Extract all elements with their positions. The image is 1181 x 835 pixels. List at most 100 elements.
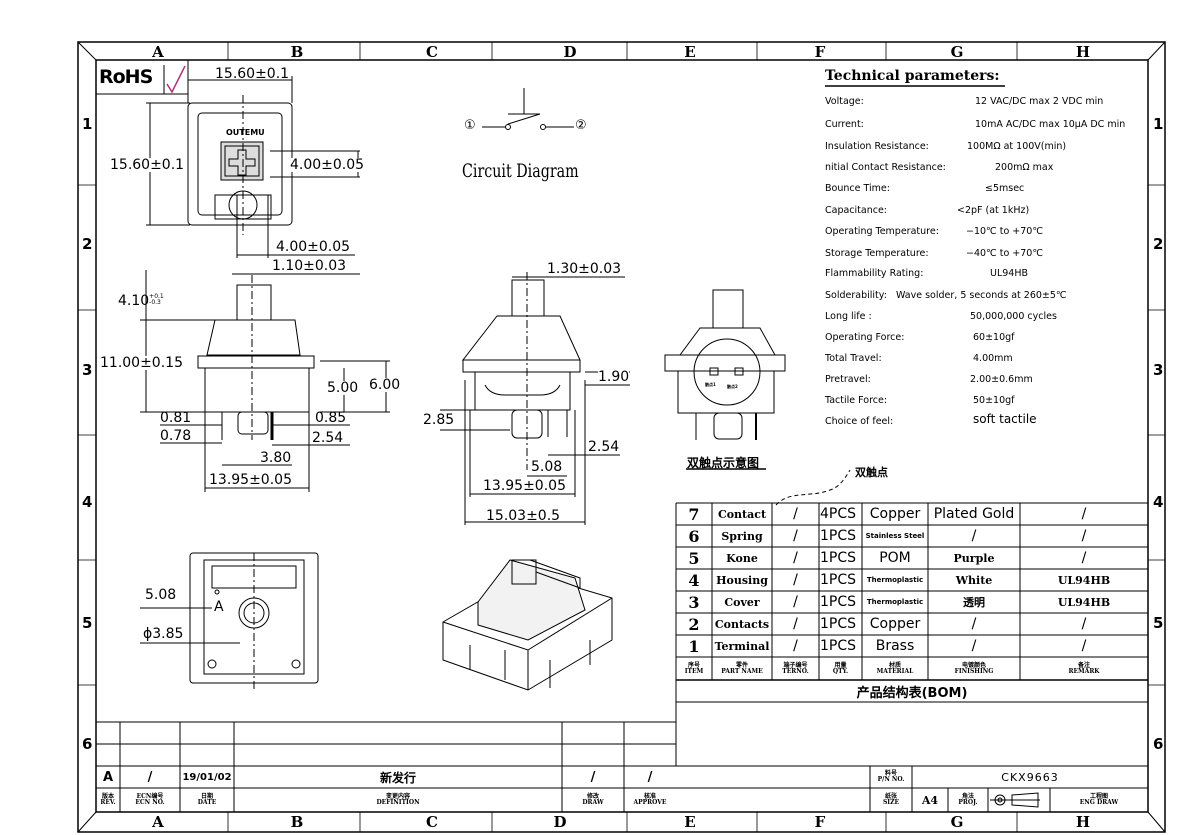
row-label: 5: [82, 614, 93, 632]
header-en: ITEM: [684, 667, 704, 675]
dim-top-width: 15.60±0.1: [215, 66, 290, 82]
param-value: 200mΩ max: [995, 162, 1054, 173]
dim-hole: ϕ3.85: [143, 626, 184, 642]
col-label: B: [290, 43, 304, 61]
param-value: 2.00±0.6mm: [970, 374, 1033, 385]
bom-cell-remark: /: [1081, 638, 1087, 654]
pin1-label: ①: [464, 118, 476, 133]
dual-contact-callout: 双触点: [855, 466, 888, 479]
bom-cell-finishing: Purple: [953, 551, 995, 565]
bom-title: 产品结构表(BOM): [856, 685, 968, 701]
dim-254-side: 2.54: [312, 430, 344, 446]
circuit-title: Circuit Diagram: [462, 160, 579, 182]
param-label: Tactile Force:: [825, 395, 888, 406]
bom-cell-qty: 1PCS: [820, 594, 857, 610]
bom-cell-remark: /: [1081, 550, 1087, 566]
dim-380: 3.80: [260, 450, 292, 466]
bom-cell-material: Copper: [869, 506, 921, 522]
bom-cell-finishing: 透明: [963, 596, 985, 609]
col-label: A: [152, 43, 164, 61]
bom-cell-item: 5: [688, 548, 700, 568]
dim-6: 6.00: [369, 377, 401, 393]
header-cn: 电镀颜色: [961, 661, 986, 669]
bom-cell-finishing: /: [971, 638, 977, 654]
col-label: D: [563, 43, 577, 61]
date-value: 19/01/02: [182, 771, 232, 783]
bom-cell-terno: /: [793, 550, 798, 566]
col-label: E: [684, 43, 696, 61]
col-label: B: [290, 813, 304, 831]
bom-cell-part: Contacts: [714, 617, 770, 631]
bom-cell-part: Terminal: [714, 639, 770, 653]
header-cn: 材质: [888, 661, 901, 669]
header-en: TERNO.: [782, 667, 809, 675]
proj-label-en: PROJ.: [958, 799, 978, 806]
param-value: 10mA AC/DC max 10μA DC min: [975, 119, 1126, 130]
param-label: Current:: [825, 119, 864, 130]
param-label: Choice of feel:: [825, 416, 894, 427]
bom-cell-part: Housing: [716, 573, 768, 587]
col-label: C: [426, 813, 438, 831]
bom-cell-material: Brass: [875, 638, 915, 654]
row-label: 2: [1153, 235, 1164, 253]
param-label: nitial Contact Resistance:: [825, 162, 946, 173]
tol-plus: +0.1: [149, 293, 164, 300]
dim-side-width: 13.95±0.05: [209, 472, 292, 488]
param-value: 4.00mm: [973, 353, 1013, 364]
header-en: APPROVE: [633, 799, 667, 806]
dim-stem-height: 4.10+0.1-0.3: [118, 293, 164, 309]
bom-cell-qty: 1PCS: [820, 572, 857, 588]
header-cn: 版本: [101, 793, 114, 800]
col-label: F: [814, 43, 826, 61]
projection-symbol-icon: [990, 790, 1048, 810]
row-label: 1: [82, 115, 93, 133]
bom-cell-part: Cover: [724, 595, 760, 609]
type-en: ENG DRAW: [1079, 799, 1119, 806]
header-en: DEFINITION: [376, 799, 420, 806]
param-value: −10℃ to +70℃: [966, 226, 1044, 237]
dim-085: 0.85: [315, 410, 347, 426]
bom-cell-item: 4: [688, 570, 700, 590]
header-en: DATE: [197, 799, 217, 806]
header-cn: 日期: [200, 793, 213, 800]
dim-cross: 1.10±0.03: [272, 258, 347, 274]
size-value: A4: [921, 793, 939, 807]
header-en: REV.: [100, 799, 116, 806]
bom-cell-qty: 1PCS: [820, 528, 857, 544]
row-label: 1: [1153, 115, 1164, 133]
bom-cell-part: Contact: [717, 507, 767, 521]
bom-cell-remark: /: [1081, 616, 1087, 632]
bom-cell-terno: /: [793, 572, 798, 588]
header-cn: 零件: [735, 661, 748, 669]
dim-508-front: 5.08: [531, 459, 563, 475]
rev-value: A: [102, 769, 114, 785]
bom-cell-qty: 1PCS: [820, 616, 857, 632]
param-label: Voltage:: [825, 96, 864, 107]
dim-top-height: 15.60±0.1: [110, 157, 185, 173]
col-label: E: [684, 813, 696, 831]
param-value: Wave solder, 5 seconds at 260±5℃: [896, 290, 1067, 301]
param-label: Flammability Rating:: [825, 268, 924, 279]
dim-078: 0.78: [160, 428, 192, 444]
header-en: PART NAME: [721, 667, 763, 675]
type-cn: 工程图: [1089, 793, 1108, 800]
bom-cell-material: POM: [879, 550, 911, 566]
dim-508-bottom: 5.08: [145, 587, 177, 603]
dim-130: 1.30±0.03: [547, 261, 622, 277]
draw-value: /: [590, 769, 596, 785]
col-label: H: [1075, 43, 1091, 61]
param-value: soft tactile: [973, 412, 1037, 426]
